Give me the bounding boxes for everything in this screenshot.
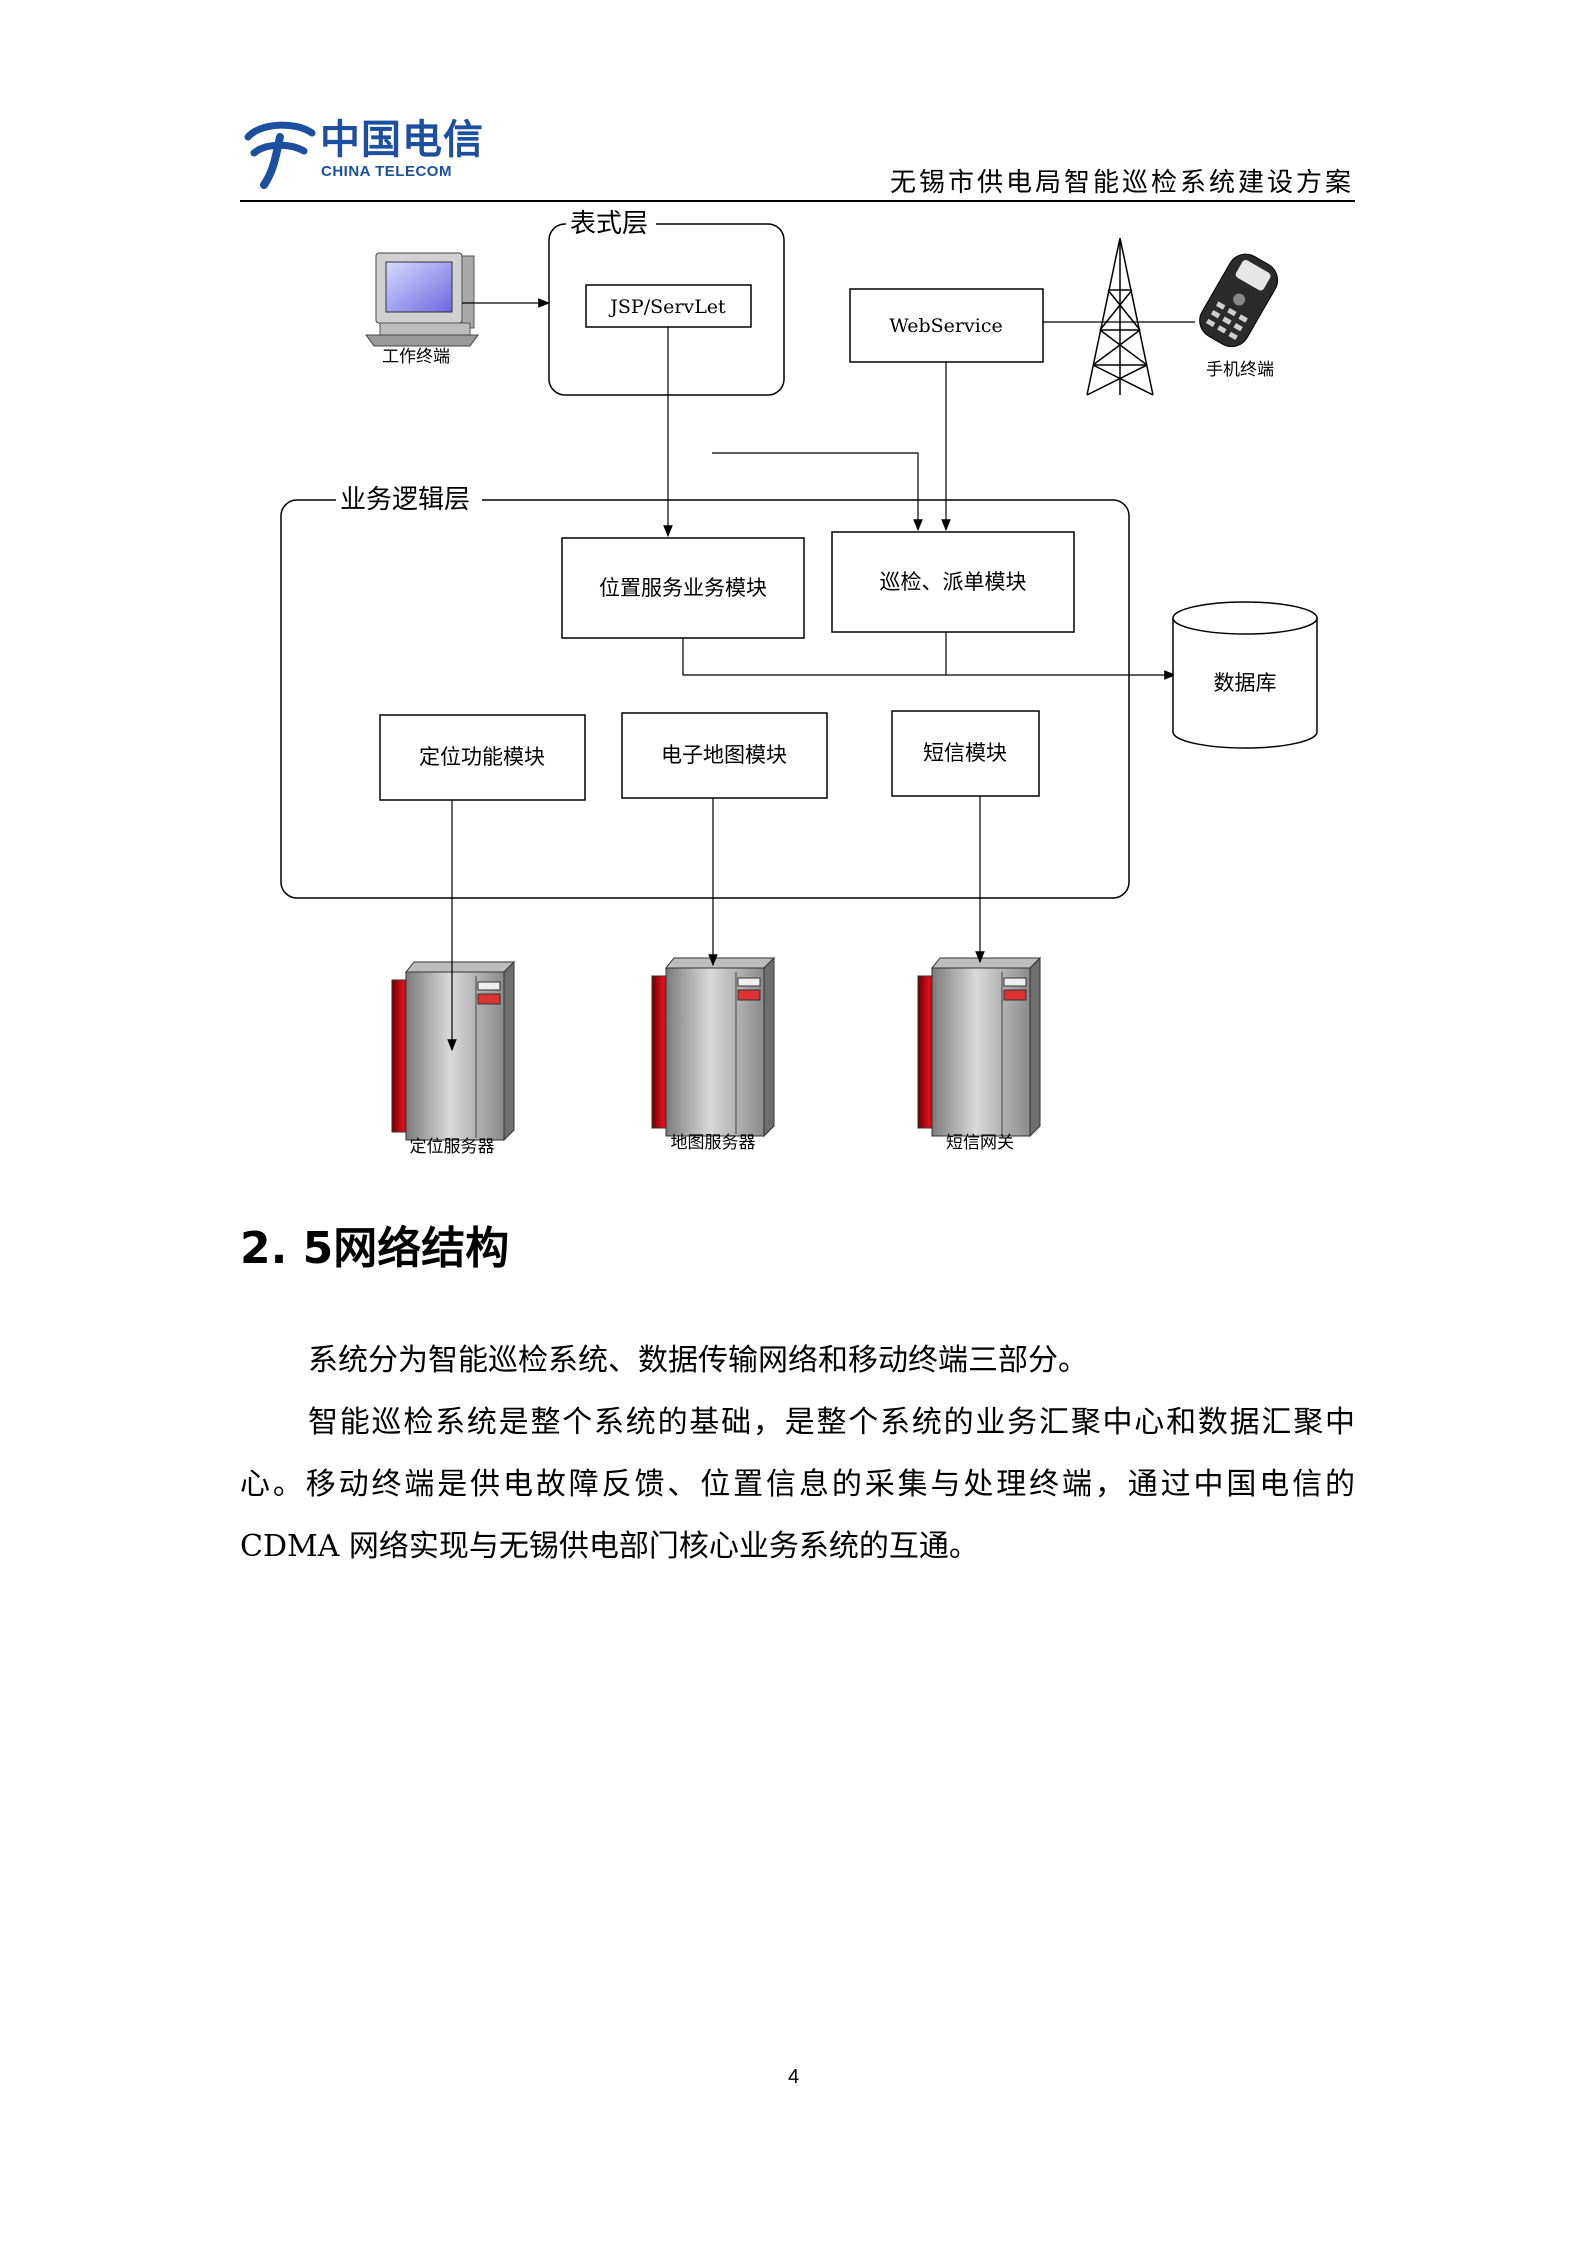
server-icon (651, 956, 776, 1138)
paragraph: 智能巡检系统是整个系统的基础，是整个系统的业务汇聚中心和数据汇聚中心。移动终端是… (240, 1405, 1355, 1564)
business-layer-label: 业务逻辑层 (340, 485, 470, 515)
section-heading: 2. 5网络结构 (240, 1223, 510, 1274)
sms-module-box (891, 710, 1040, 797)
document-title: 无锡市供电局智能巡检系统建设方案 (889, 168, 1354, 198)
mobile-phone-icon (1199, 253, 1279, 348)
webservice-box (849, 288, 1044, 363)
work-terminal-label: 工作终端 (382, 347, 450, 367)
architecture-diagram: 表式层 JSP/ServLet WebService 工作终端 (280, 208, 1318, 1157)
jsp-servlet-label: JSP/ServLet (608, 296, 726, 318)
sms-module-label: 短信模块 (923, 741, 1007, 765)
patrol-dispatch-module-box (831, 531, 1075, 633)
positioning-server-label: 定位服务器 (410, 1137, 495, 1157)
emap-module-label: 电子地图模块 (661, 743, 787, 767)
database-icon (1172, 601, 1318, 749)
mobile-terminal-label: 手机终端 (1206, 360, 1274, 380)
sms-gateway-label: 短信网关 (946, 1133, 1014, 1153)
positioning-module-label: 定位功能模块 (419, 745, 545, 769)
telecom-logo-icon (244, 121, 316, 189)
logo-chinese-text: 中国电信 (320, 117, 484, 163)
antenna-tower-icon (1086, 237, 1154, 396)
presentation-layer-box (548, 223, 785, 396)
china-telecom-logo (240, 115, 470, 190)
emap-module-box (621, 712, 828, 799)
database-label: 数据库 (1214, 671, 1277, 695)
patrol-dispatch-module-label: 巡检、派单模块 (880, 570, 1027, 594)
jsp-servlet-box (585, 284, 752, 328)
server-icon (917, 956, 1042, 1138)
computer-icon (365, 252, 479, 347)
webservice-label: WebService (889, 315, 1002, 337)
paragraph: 系统分为智能巡检系统、数据传输网络和移动终端三部分。 (308, 1343, 1088, 1378)
header-divider (240, 200, 1355, 202)
location-service-module-box (561, 537, 805, 639)
map-server-label: 地图服务器 (671, 1133, 756, 1153)
positioning-module-box (379, 714, 586, 801)
page-number: 4 (787, 2066, 800, 2088)
logo-english-text: CHINA TELECOM (321, 163, 452, 180)
business-layer-box (280, 499, 1130, 899)
location-service-module-label: 位置服务业务模块 (599, 576, 767, 600)
server-icon (391, 960, 516, 1142)
presentation-layer-label: 表式层 (570, 209, 648, 239)
